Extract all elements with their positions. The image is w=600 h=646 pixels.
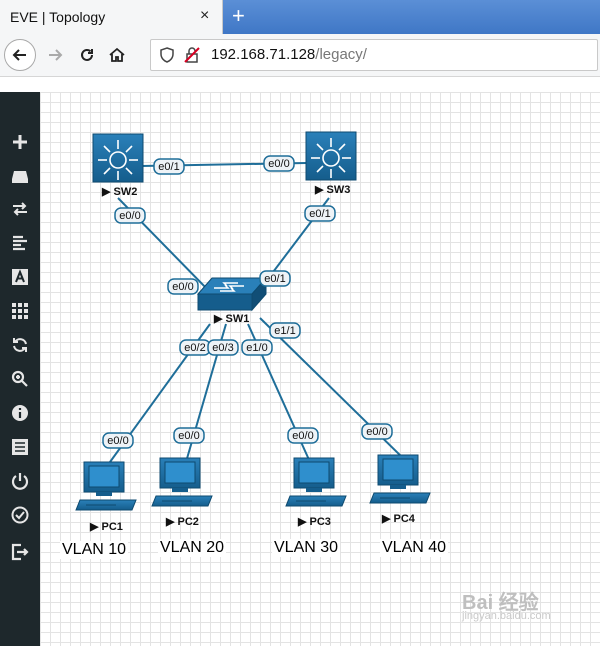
sidebar-text-button[interactable]: [0, 263, 40, 291]
sw1-device[interactable]: [196, 276, 268, 312]
vlan-label: VLAN 10: [60, 541, 129, 559]
plus-icon: [13, 135, 27, 149]
svg-text:e0/0: e0/0: [107, 435, 128, 447]
tab-title: EVE | Topology: [10, 9, 106, 25]
insecure-lock-icon: [184, 47, 200, 63]
sidebar-startup-button[interactable]: [0, 229, 40, 257]
sidebar-nodes-button[interactable]: [0, 162, 40, 190]
new-tab-button[interactable]: +: [232, 3, 245, 28]
svg-text:e0/0: e0/0: [119, 210, 140, 222]
text-icon: [12, 269, 28, 285]
svg-text:e0/0: e0/0: [268, 158, 289, 170]
pc3-device[interactable]: [285, 457, 347, 507]
pc3-label: ▶ PC3: [297, 516, 331, 528]
svg-text:e0/3: e0/3: [212, 342, 233, 354]
arrow-left-icon: [12, 49, 26, 61]
watermark: Bai 经验: [462, 592, 539, 614]
list-icon: [13, 235, 27, 251]
port-label: e0/0: [361, 423, 393, 440]
sidebar-refresh-button[interactable]: [0, 331, 40, 359]
port-label: e0/0: [173, 427, 205, 444]
browser-tab[interactable]: EVE | Topology ×: [0, 0, 223, 34]
sidebar-logout-button[interactable]: [0, 538, 40, 566]
swap-icon: [13, 202, 27, 216]
vlan-label: VLAN 30: [272, 539, 341, 557]
svg-text:e0/1: e0/1: [158, 161, 179, 173]
port-label: e0/0: [263, 155, 295, 172]
sidebar-power-button[interactable]: [0, 467, 40, 495]
check-icon: [11, 506, 29, 524]
home-icon: [109, 47, 125, 62]
back-button[interactable]: [4, 39, 36, 71]
sidebar-networks-button[interactable]: [0, 195, 40, 223]
pc2-label: ▶ PC2: [165, 516, 199, 528]
pc4-label: ▶ PC4: [381, 513, 416, 525]
power-icon: [11, 473, 29, 490]
url-text: 192.168.71.128/legacy/: [211, 46, 367, 63]
port-label: e0/0: [114, 207, 146, 224]
pc1-device[interactable]: [75, 461, 137, 511]
port-label: e1/1: [269, 322, 301, 339]
vlan-label: VLAN 40: [380, 539, 449, 557]
node-icon: [12, 171, 28, 183]
port-label: e0/0: [102, 432, 134, 449]
svg-text:e0/0: e0/0: [172, 281, 193, 293]
port-label: e0/1: [259, 270, 291, 287]
eve-sidebar: [0, 92, 40, 646]
reload-button[interactable]: [70, 38, 104, 72]
port-label: e0/1: [153, 158, 185, 175]
browser-tab-strip: EVE | Topology × +: [0, 0, 600, 34]
svg-text:e0/1: e0/1: [309, 208, 330, 220]
info-icon: [12, 405, 28, 421]
url-path: /legacy/: [315, 46, 367, 63]
sidebar-info-button[interactable]: [0, 399, 40, 427]
forward-button[interactable]: [38, 38, 72, 72]
port-label: e0/0: [167, 278, 199, 295]
svg-text:e0/0: e0/0: [178, 430, 199, 442]
sw3-device[interactable]: [305, 131, 357, 181]
pc4-device[interactable]: [369, 454, 431, 504]
refresh-icon: [13, 338, 27, 352]
port-label: e1/0: [241, 339, 273, 356]
sw3-label: ▶ SW3: [314, 184, 350, 196]
svg-text:e1/1: e1/1: [274, 325, 295, 337]
sidebar-grid-button[interactable]: [0, 297, 40, 325]
zoom-icon: [11, 370, 28, 387]
port-label: e0/0: [287, 427, 319, 444]
port-label: e0/3: [207, 339, 239, 356]
sw2-device[interactable]: [92, 133, 144, 183]
shield-icon: [160, 47, 174, 63]
pc1-label: ▶ PC1: [89, 521, 123, 533]
links: [109, 162, 406, 463]
port-label: e0/1: [304, 205, 336, 222]
svg-text:e0/1: e0/1: [264, 273, 285, 285]
watermark-url: jingyan.baidu.com: [462, 610, 551, 622]
browser-toolbar: 192.168.71.128/legacy/: [0, 34, 600, 77]
sidebar-check-button[interactable]: [0, 501, 40, 529]
svg-text:e0/0: e0/0: [292, 430, 313, 442]
logout-icon: [11, 543, 29, 561]
port-label: e0/2: [179, 339, 211, 356]
svg-text:e1/0: e1/0: [246, 342, 267, 354]
vlan-label: VLAN 20: [158, 539, 227, 557]
address-bar[interactable]: 192.168.71.128/legacy/: [150, 39, 598, 71]
sw1-label: ▶ SW1: [213, 313, 249, 325]
pc2-device[interactable]: [151, 457, 213, 507]
sw2-label: ▶ SW2: [101, 186, 137, 198]
grid-icon: [12, 303, 28, 319]
log-icon: [12, 439, 28, 455]
arrow-right-icon: [49, 49, 63, 61]
svg-text:e0/0: e0/0: [366, 426, 387, 438]
home-button[interactable]: [100, 38, 134, 72]
url-host: 192.168.71.128: [211, 46, 316, 63]
reload-icon: [81, 48, 93, 61]
tab-close-icon[interactable]: ×: [200, 7, 210, 24]
sidebar-zoom-button[interactable]: [0, 365, 40, 393]
sidebar-add-button[interactable]: [0, 128, 40, 156]
svg-text:e0/2: e0/2: [184, 342, 205, 354]
sidebar-log-button[interactable]: [0, 433, 40, 461]
